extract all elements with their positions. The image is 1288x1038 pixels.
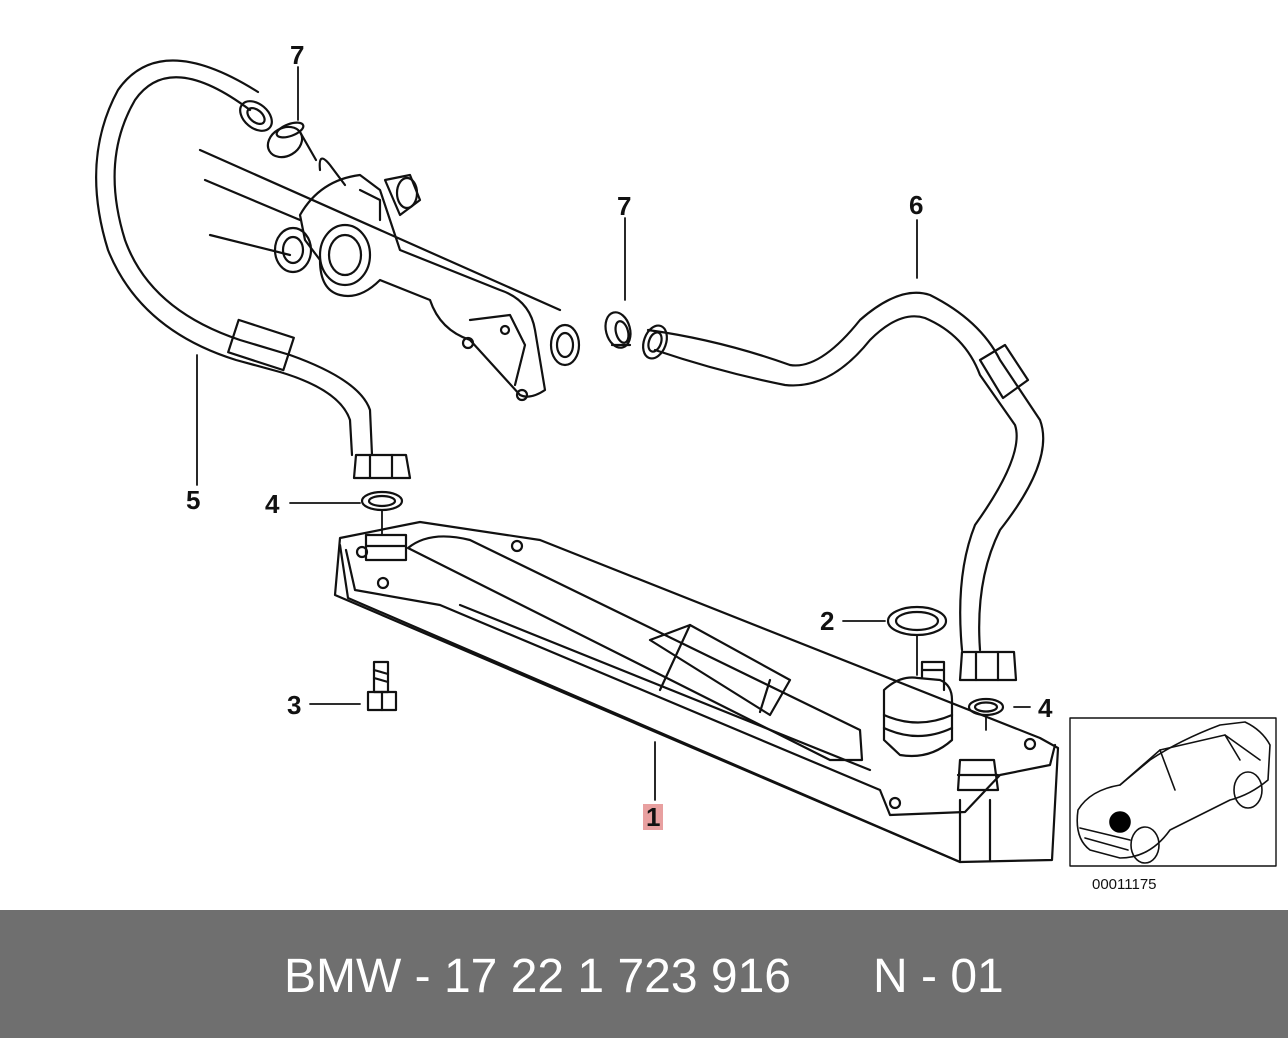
callout-7-middle: 7: [617, 191, 632, 221]
leader-lines: [196, 66, 1031, 801]
callout-4-right: 4: [1038, 693, 1053, 723]
callout-4-left: 4: [265, 489, 280, 519]
parts-diagram: [95, 59, 1277, 867]
part-number-text: BMW - 17 22 1 723 916: [284, 950, 791, 1003]
seal-ring-2: [886, 605, 948, 637]
callout-1-highlighted: 1: [643, 804, 664, 830]
callout-2: 2: [820, 606, 835, 636]
car-location-thumbnail: [1069, 717, 1277, 867]
clamp-7-middle: [604, 311, 632, 349]
part-code-text: N - 01: [873, 950, 1004, 1003]
seal-ring-4-left: [360, 490, 404, 512]
hose-6: [642, 291, 1045, 682]
clamp-7-upper: [266, 121, 318, 162]
oil-cooler-1: [333, 520, 1060, 864]
diagram-reference-number: 00011175: [1092, 876, 1157, 893]
callout-3: 3: [287, 690, 302, 720]
callout-7-upper: 7: [290, 40, 305, 70]
footer-bar: [0, 910, 1288, 1038]
hose-5: [95, 59, 412, 480]
water-pipe-housing: [198, 148, 581, 402]
bolt-3: [366, 660, 398, 712]
callout-6: 6: [909, 190, 924, 220]
callout-5: 5: [186, 485, 201, 515]
